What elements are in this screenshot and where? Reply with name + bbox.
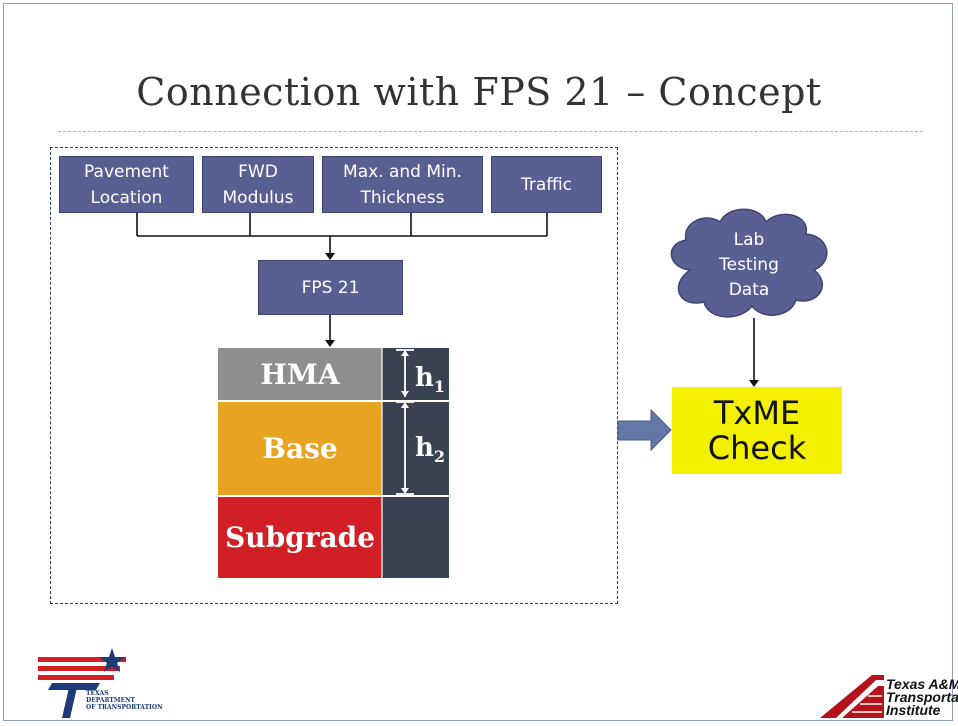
input-fwd-modulus: FWD Modulus xyxy=(202,156,314,213)
input-traffic: Traffic xyxy=(491,156,602,213)
h2-label: h2 xyxy=(415,433,446,467)
fps21-box: FPS 21 xyxy=(258,260,403,315)
input-connectors xyxy=(136,213,548,254)
cloud-label: Lab Testing Data xyxy=(719,230,779,300)
title-divider xyxy=(58,131,923,132)
txme-check-box: TxME Check xyxy=(672,387,842,474)
h2-dimension-icon xyxy=(396,401,414,495)
input-thickness: Max. and Min. Thickness xyxy=(322,156,483,213)
arrow-to-layers-icon xyxy=(325,340,335,347)
lab-testing-cloud-icon xyxy=(670,208,828,318)
thickness-panel xyxy=(382,348,449,578)
arrow-to-txme-icon xyxy=(749,380,759,387)
slide-title: Connection with FPS 21 – Concept xyxy=(136,70,822,114)
tti-logo-text: Texas A&M Transportation Institute xyxy=(886,676,958,718)
input-pavement-location: Pavement Location xyxy=(59,156,194,213)
txdot-logo-icon xyxy=(38,648,126,718)
fps21-group-box xyxy=(50,147,618,604)
block-arrow-icon xyxy=(617,408,672,452)
arrow-to-fps21-icon xyxy=(325,253,335,260)
layer-hma: HMA xyxy=(218,348,382,400)
h1-label: h1 xyxy=(415,363,446,397)
layer-base: Base xyxy=(218,402,382,495)
h1-dimension-icon xyxy=(396,349,414,397)
layer-subgrade: Subgrade xyxy=(218,497,382,578)
tti-logo-icon xyxy=(820,675,884,718)
slide-frame xyxy=(3,3,953,721)
txdot-logo-text: TEXAS DEPARTMENT OF TRANSPORTATION xyxy=(86,690,163,711)
